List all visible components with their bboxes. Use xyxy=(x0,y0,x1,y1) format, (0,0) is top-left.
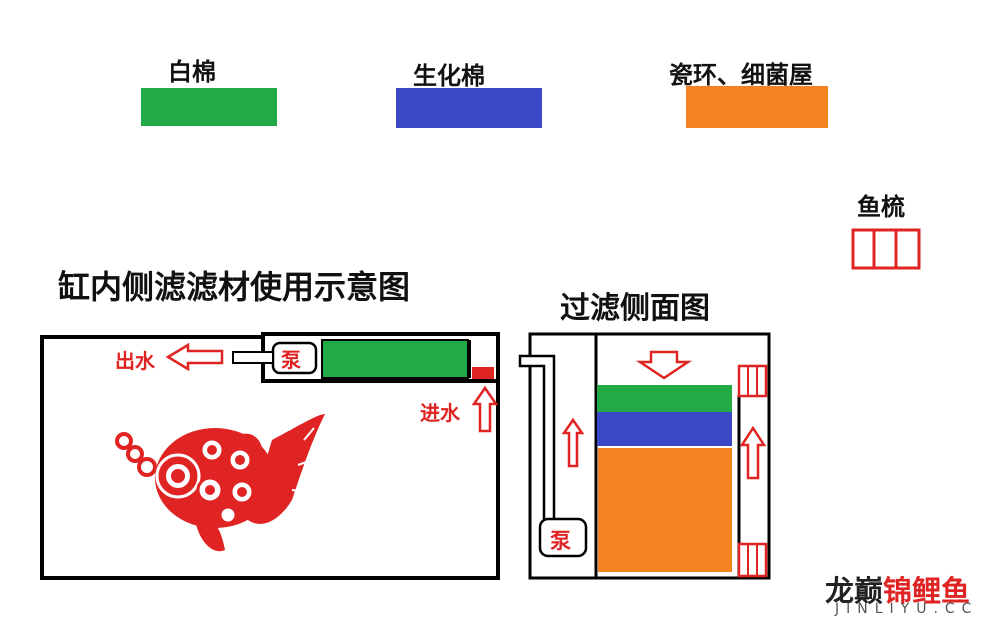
outlet-arrow-icon xyxy=(165,342,224,372)
legend-swatch-bio-cotton xyxy=(396,88,542,128)
watermark-brand-black: 龙巅 xyxy=(825,574,884,608)
filter-white-cotton xyxy=(321,339,469,379)
filter-divider xyxy=(468,340,471,378)
side-pump-label: 泵 xyxy=(550,529,571,553)
watermark-brand: 龙巅锦鲤鱼 xyxy=(825,568,970,610)
watermark-brand-red: 锦鲤鱼 xyxy=(883,574,971,608)
side-fish-comb-bottom-icon xyxy=(737,542,768,578)
tank-pump-label: 泵 xyxy=(281,348,301,372)
side-media-white-cotton xyxy=(597,385,732,412)
down-arrow-icon xyxy=(635,350,693,380)
side-pump-box xyxy=(538,517,588,558)
inlet-red-block xyxy=(472,367,494,379)
legend-label-ceramic-rings: 瓷环、细菌屋 xyxy=(669,61,813,89)
side-fish-comb-top-icon xyxy=(737,364,768,398)
title-side-view: 过滤侧面图 xyxy=(560,291,710,326)
watermark-url: JINLIYU.CC xyxy=(835,601,979,617)
goldfish-illustration xyxy=(115,414,325,552)
title-tank-diagram: 缸内侧滤滤材使用示意图 xyxy=(58,268,411,306)
side-up-arrow-right-icon xyxy=(739,425,767,480)
inlet-label: 进水 xyxy=(420,401,460,425)
fish-comb-icon xyxy=(851,228,921,270)
outlet-label: 出水 xyxy=(115,349,155,373)
legend-swatch-ceramic-rings xyxy=(686,86,828,128)
inlet-arrow-icon xyxy=(471,385,499,433)
legend-label-bio-cotton: 生化棉 xyxy=(413,62,485,90)
side-up-arrow-left-icon xyxy=(561,417,585,468)
side-media-ceramic xyxy=(598,448,732,572)
legend-swatch-white-cotton xyxy=(141,88,277,126)
outlet-pipe xyxy=(232,351,274,364)
legend-label-fish-comb: 鱼梳 xyxy=(857,193,905,221)
side-media-bio-cotton xyxy=(597,412,732,446)
legend-label-white-cotton: 白棉 xyxy=(168,58,216,86)
